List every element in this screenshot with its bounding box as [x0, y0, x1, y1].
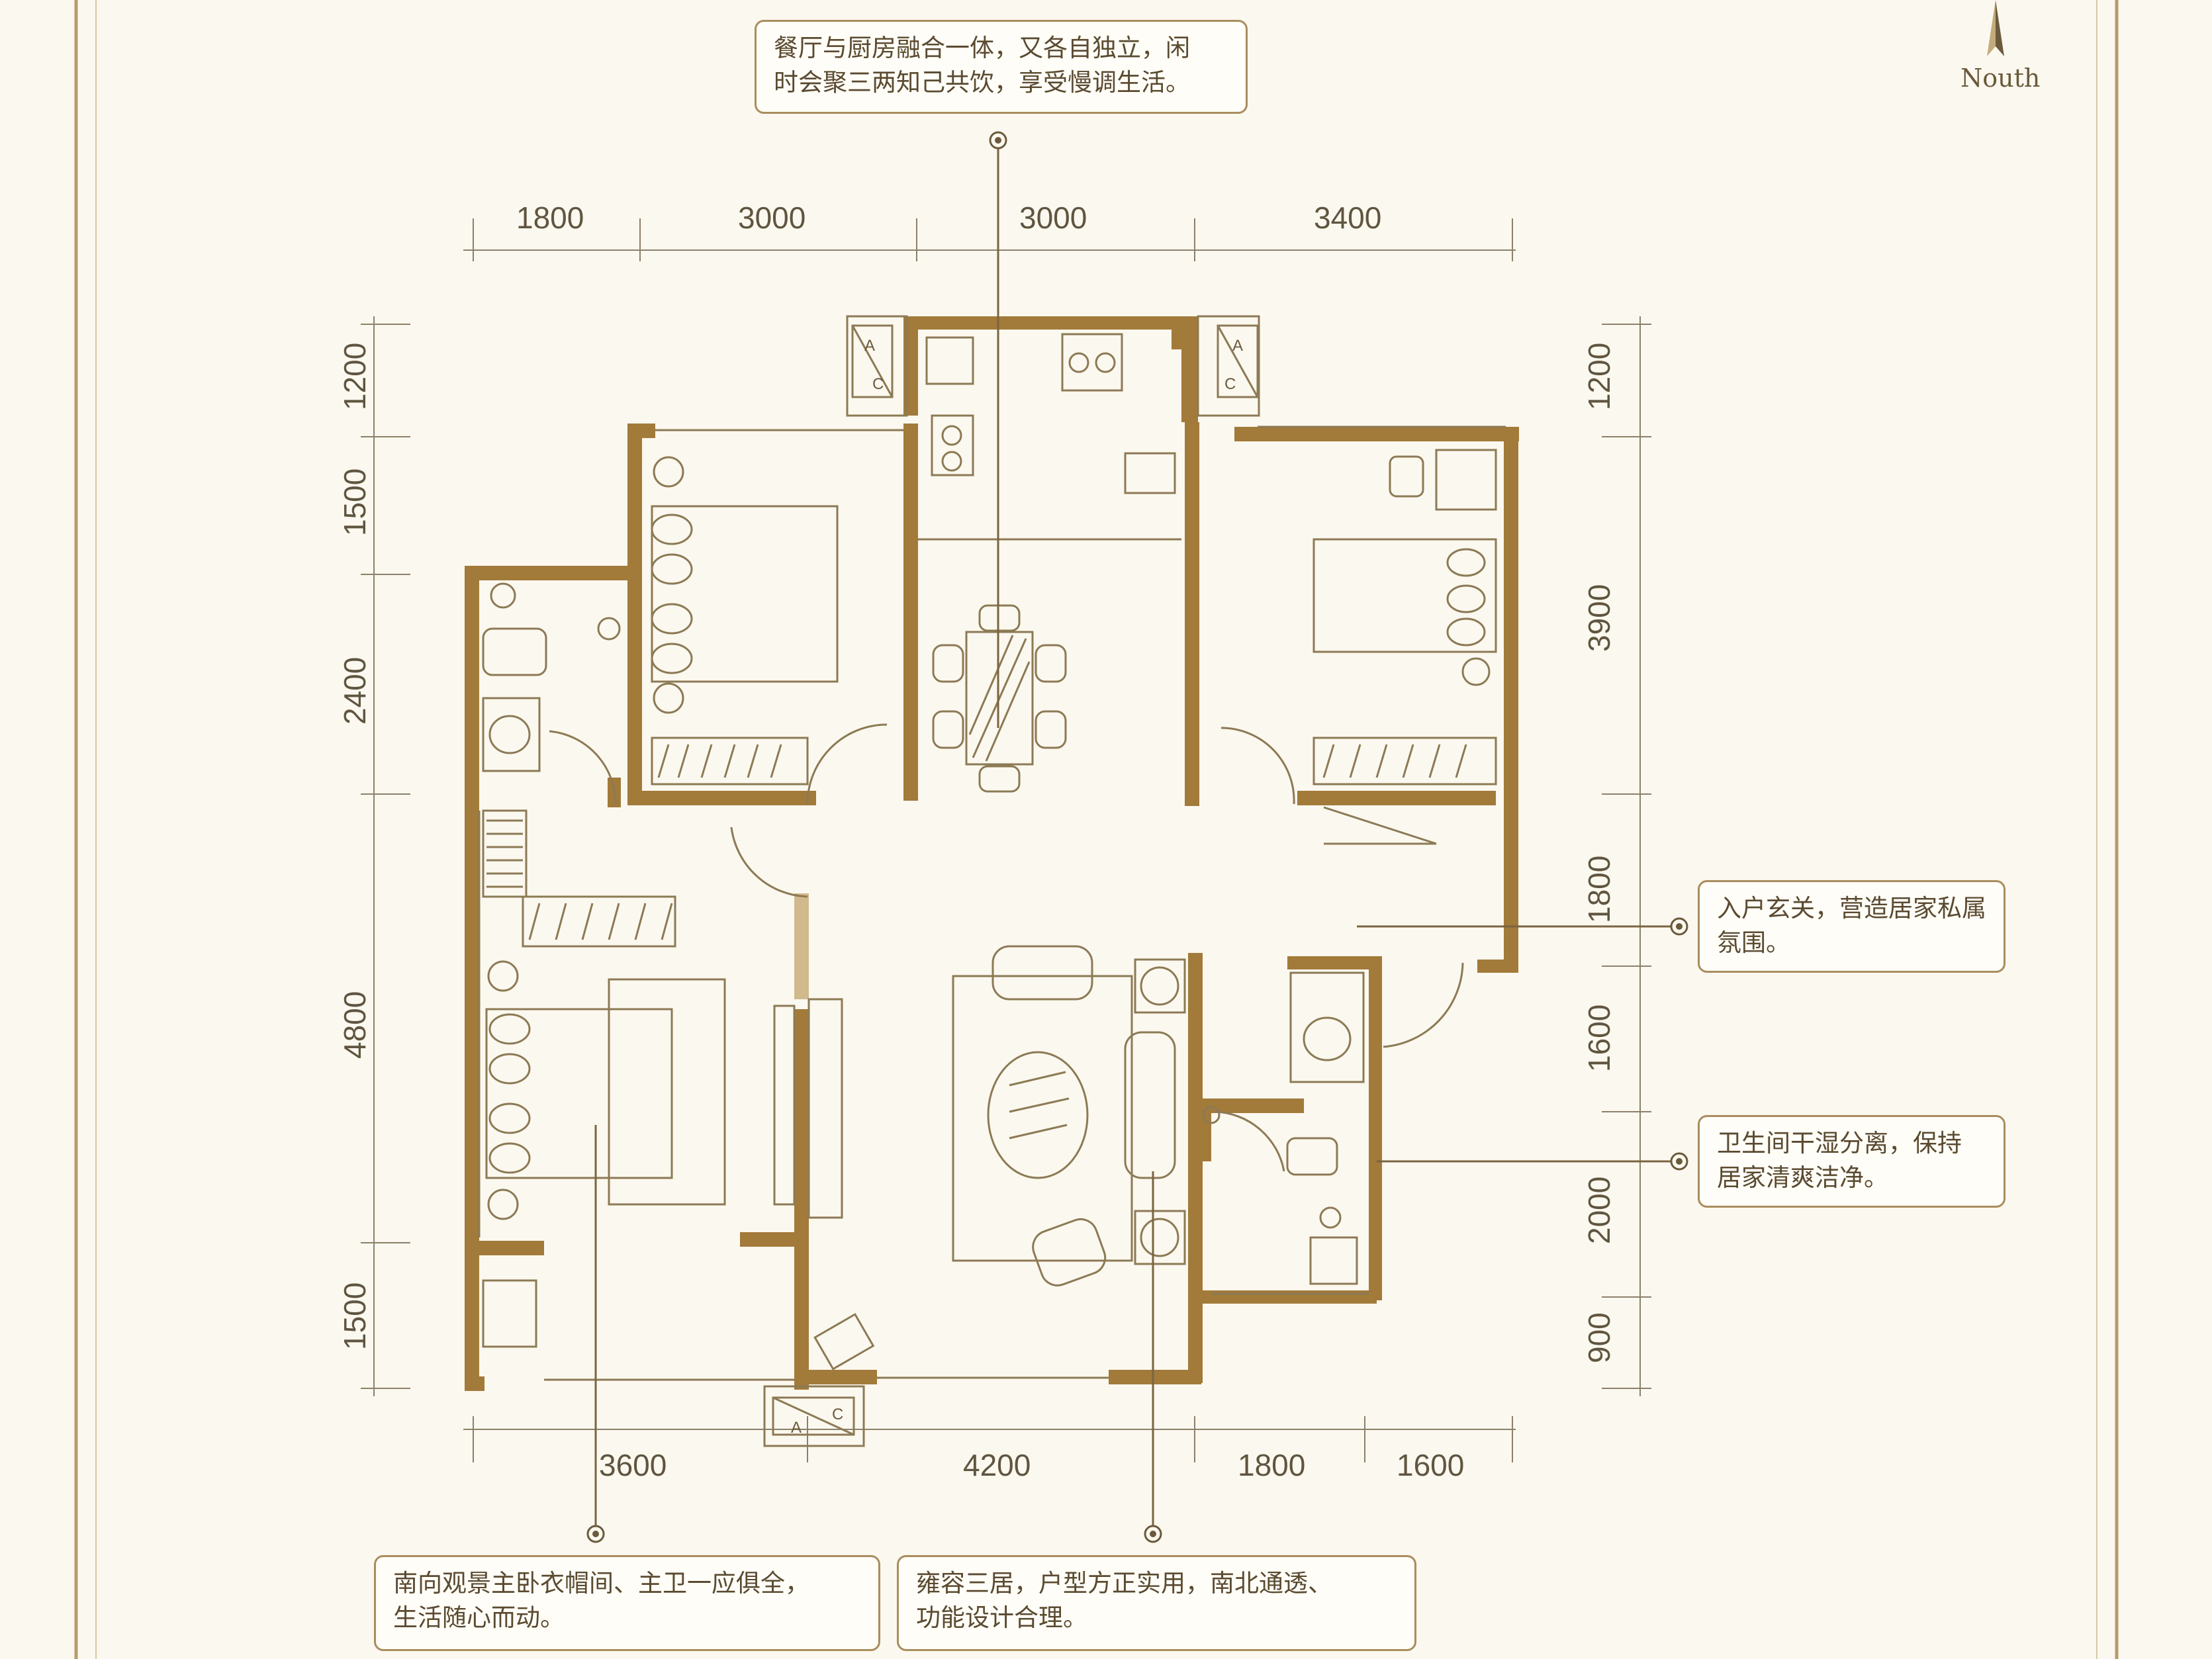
- callout-layout: 雍容三居，户型方正实用，南北通透、 功能设计合理。: [897, 1555, 1416, 1651]
- right-bathroom: [1202, 971, 1365, 1285]
- callout-dining-line2: 时会聚三两知己共饮，享受慢调生活。: [774, 68, 1190, 97]
- dim-bottom-1: 3600: [599, 1448, 667, 1482]
- master-bedroom: [482, 895, 843, 1348]
- left-bathroom: [482, 582, 621, 898]
- callout-markers: [586, 131, 1688, 1543]
- thin-lines: [478, 315, 1506, 1381]
- bedroom-3-furniture: [1313, 449, 1497, 785]
- dim-right-1: 1200: [1582, 343, 1616, 410]
- walls: [465, 316, 1519, 1391]
- callout-layout-line2: 功能设计合理。: [916, 1603, 1087, 1632]
- living-room: [813, 945, 1186, 1370]
- callout-master: 南向观景主卧衣帽间、主卫一应俱全， 生活随心而动。: [374, 1555, 880, 1651]
- dim-left-2: 1500: [338, 469, 372, 536]
- dim-top-2: 3000: [738, 201, 806, 235]
- callout-master-line1: 南向观景主卧衣帽间、主卫一应俱全，: [393, 1569, 809, 1597]
- dim-right-2: 3900: [1582, 584, 1616, 652]
- callout-master-line2: 生活随心而动。: [393, 1603, 565, 1632]
- dim-left-5: 1500: [338, 1282, 372, 1350]
- callout-dining-line1: 餐厅与厨房融合一体，又各自独立，闲: [774, 34, 1190, 62]
- dim-bottom-4: 1600: [1397, 1448, 1464, 1482]
- ac-label-c-top-right: C: [1224, 375, 1236, 393]
- dim-left-1: 1200: [338, 343, 372, 410]
- ac-label-c-bottom: C: [832, 1406, 843, 1423]
- callout-bathroom: 卫生间干湿分离，保持 居家清爽洁净。: [1698, 1115, 2005, 1208]
- kitchen: [925, 333, 1176, 494]
- ac-units: [763, 324, 1259, 1447]
- ac-label-c-top-left: C: [872, 375, 884, 393]
- ac-label-a-top-right: A: [1232, 337, 1243, 355]
- callout-leaders: [594, 140, 1678, 1532]
- dining-table: [932, 604, 1067, 793]
- ac-label-a-bottom: A: [791, 1419, 802, 1437]
- compass-label: Nouth: [1960, 64, 2041, 93]
- ac-label-a-top-left: A: [864, 337, 875, 355]
- callout-layout-line1: 雍容三居，户型方正实用，南北通透、: [916, 1569, 1332, 1597]
- north-arrow-icon: [1987, 0, 2004, 56]
- dim-right-5: 2000: [1582, 1177, 1616, 1244]
- dim-top-1: 1800: [516, 201, 584, 235]
- dim-top-4: 3400: [1314, 201, 1381, 235]
- callout-bathroom-line1: 卫生间干湿分离，保持: [1717, 1129, 1962, 1157]
- dim-bottom-2: 4200: [963, 1448, 1031, 1482]
- callout-entrance-line2: 氛围。: [1717, 928, 1790, 957]
- dim-top-3: 3000: [1019, 201, 1087, 235]
- dim-left-4: 4800: [338, 991, 372, 1059]
- bedroom-2-furniture: [651, 456, 839, 785]
- dim-right-4: 1600: [1582, 1005, 1616, 1072]
- dimension-lines: [361, 218, 1651, 1462]
- callout-dining: 餐厅与厨房融合一体，又各自独立，闲 时会聚三两知己共饮，享受慢调生活。: [755, 20, 1248, 114]
- callout-entrance-line1: 入户玄关，营造居家私属: [1717, 894, 1986, 922]
- dim-left-3: 2400: [338, 657, 372, 725]
- dim-right-3: 1800: [1582, 856, 1616, 923]
- callout-entrance: 入户玄关，营造居家私属 氛围。: [1698, 880, 2005, 973]
- dim-right-6: 900: [1582, 1312, 1616, 1363]
- dim-bottom-3: 1800: [1238, 1448, 1305, 1482]
- callout-bathroom-line2: 居家清爽洁净。: [1717, 1163, 1888, 1192]
